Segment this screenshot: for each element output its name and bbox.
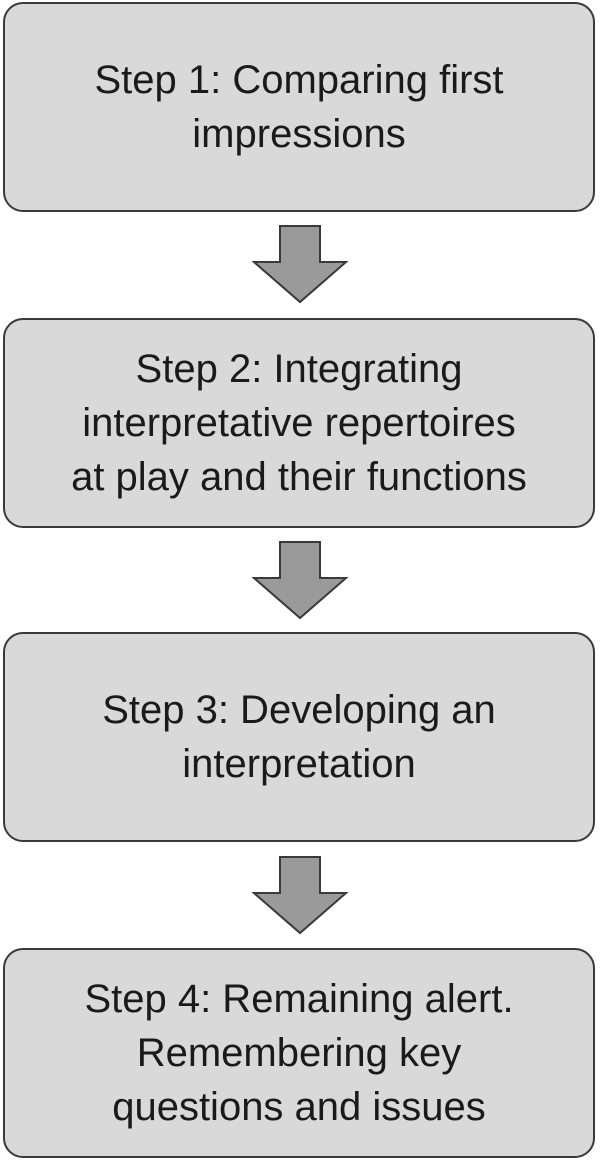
step-2-text: Step 2: Integrating interpretative reper… bbox=[49, 342, 549, 504]
step-3-line-2: interpretation bbox=[182, 742, 416, 786]
down-arrow-icon bbox=[251, 225, 349, 304]
step-1-line-2: impressions bbox=[192, 112, 406, 156]
step-4-line-2: Remembering key bbox=[136, 1031, 462, 1075]
step-3-line-1: Step 3: Developing an bbox=[102, 688, 496, 732]
step-2-box: Step 2: Integrating interpretative reper… bbox=[3, 318, 595, 528]
step-4-text: Step 4: Remaining alert. Remembering key… bbox=[62, 972, 535, 1134]
down-arrow-icon bbox=[251, 541, 349, 620]
step-2-line-2: interpretative repertoires bbox=[82, 401, 516, 445]
step-4-line-1: Step 4: Remaining alert. bbox=[84, 977, 514, 1021]
step-2-line-3: at play and their functions bbox=[71, 455, 527, 499]
step-4-box: Step 4: Remaining alert. Remembering key… bbox=[3, 948, 595, 1158]
step-3-text: Step 3: Developing an interpretation bbox=[80, 683, 518, 791]
step-1-text: Step 1: Comparing first impressions bbox=[72, 53, 525, 161]
step-3-box: Step 3: Developing an interpretation bbox=[3, 632, 595, 842]
step-4-line-3: questions and issues bbox=[112, 1085, 486, 1129]
down-arrow-icon bbox=[251, 856, 349, 935]
step-2-line-1: Step 2: Integrating bbox=[135, 347, 463, 391]
step-1-line-1: Step 1: Comparing first bbox=[94, 58, 504, 102]
step-1-box: Step 1: Comparing first impressions bbox=[3, 2, 595, 212]
